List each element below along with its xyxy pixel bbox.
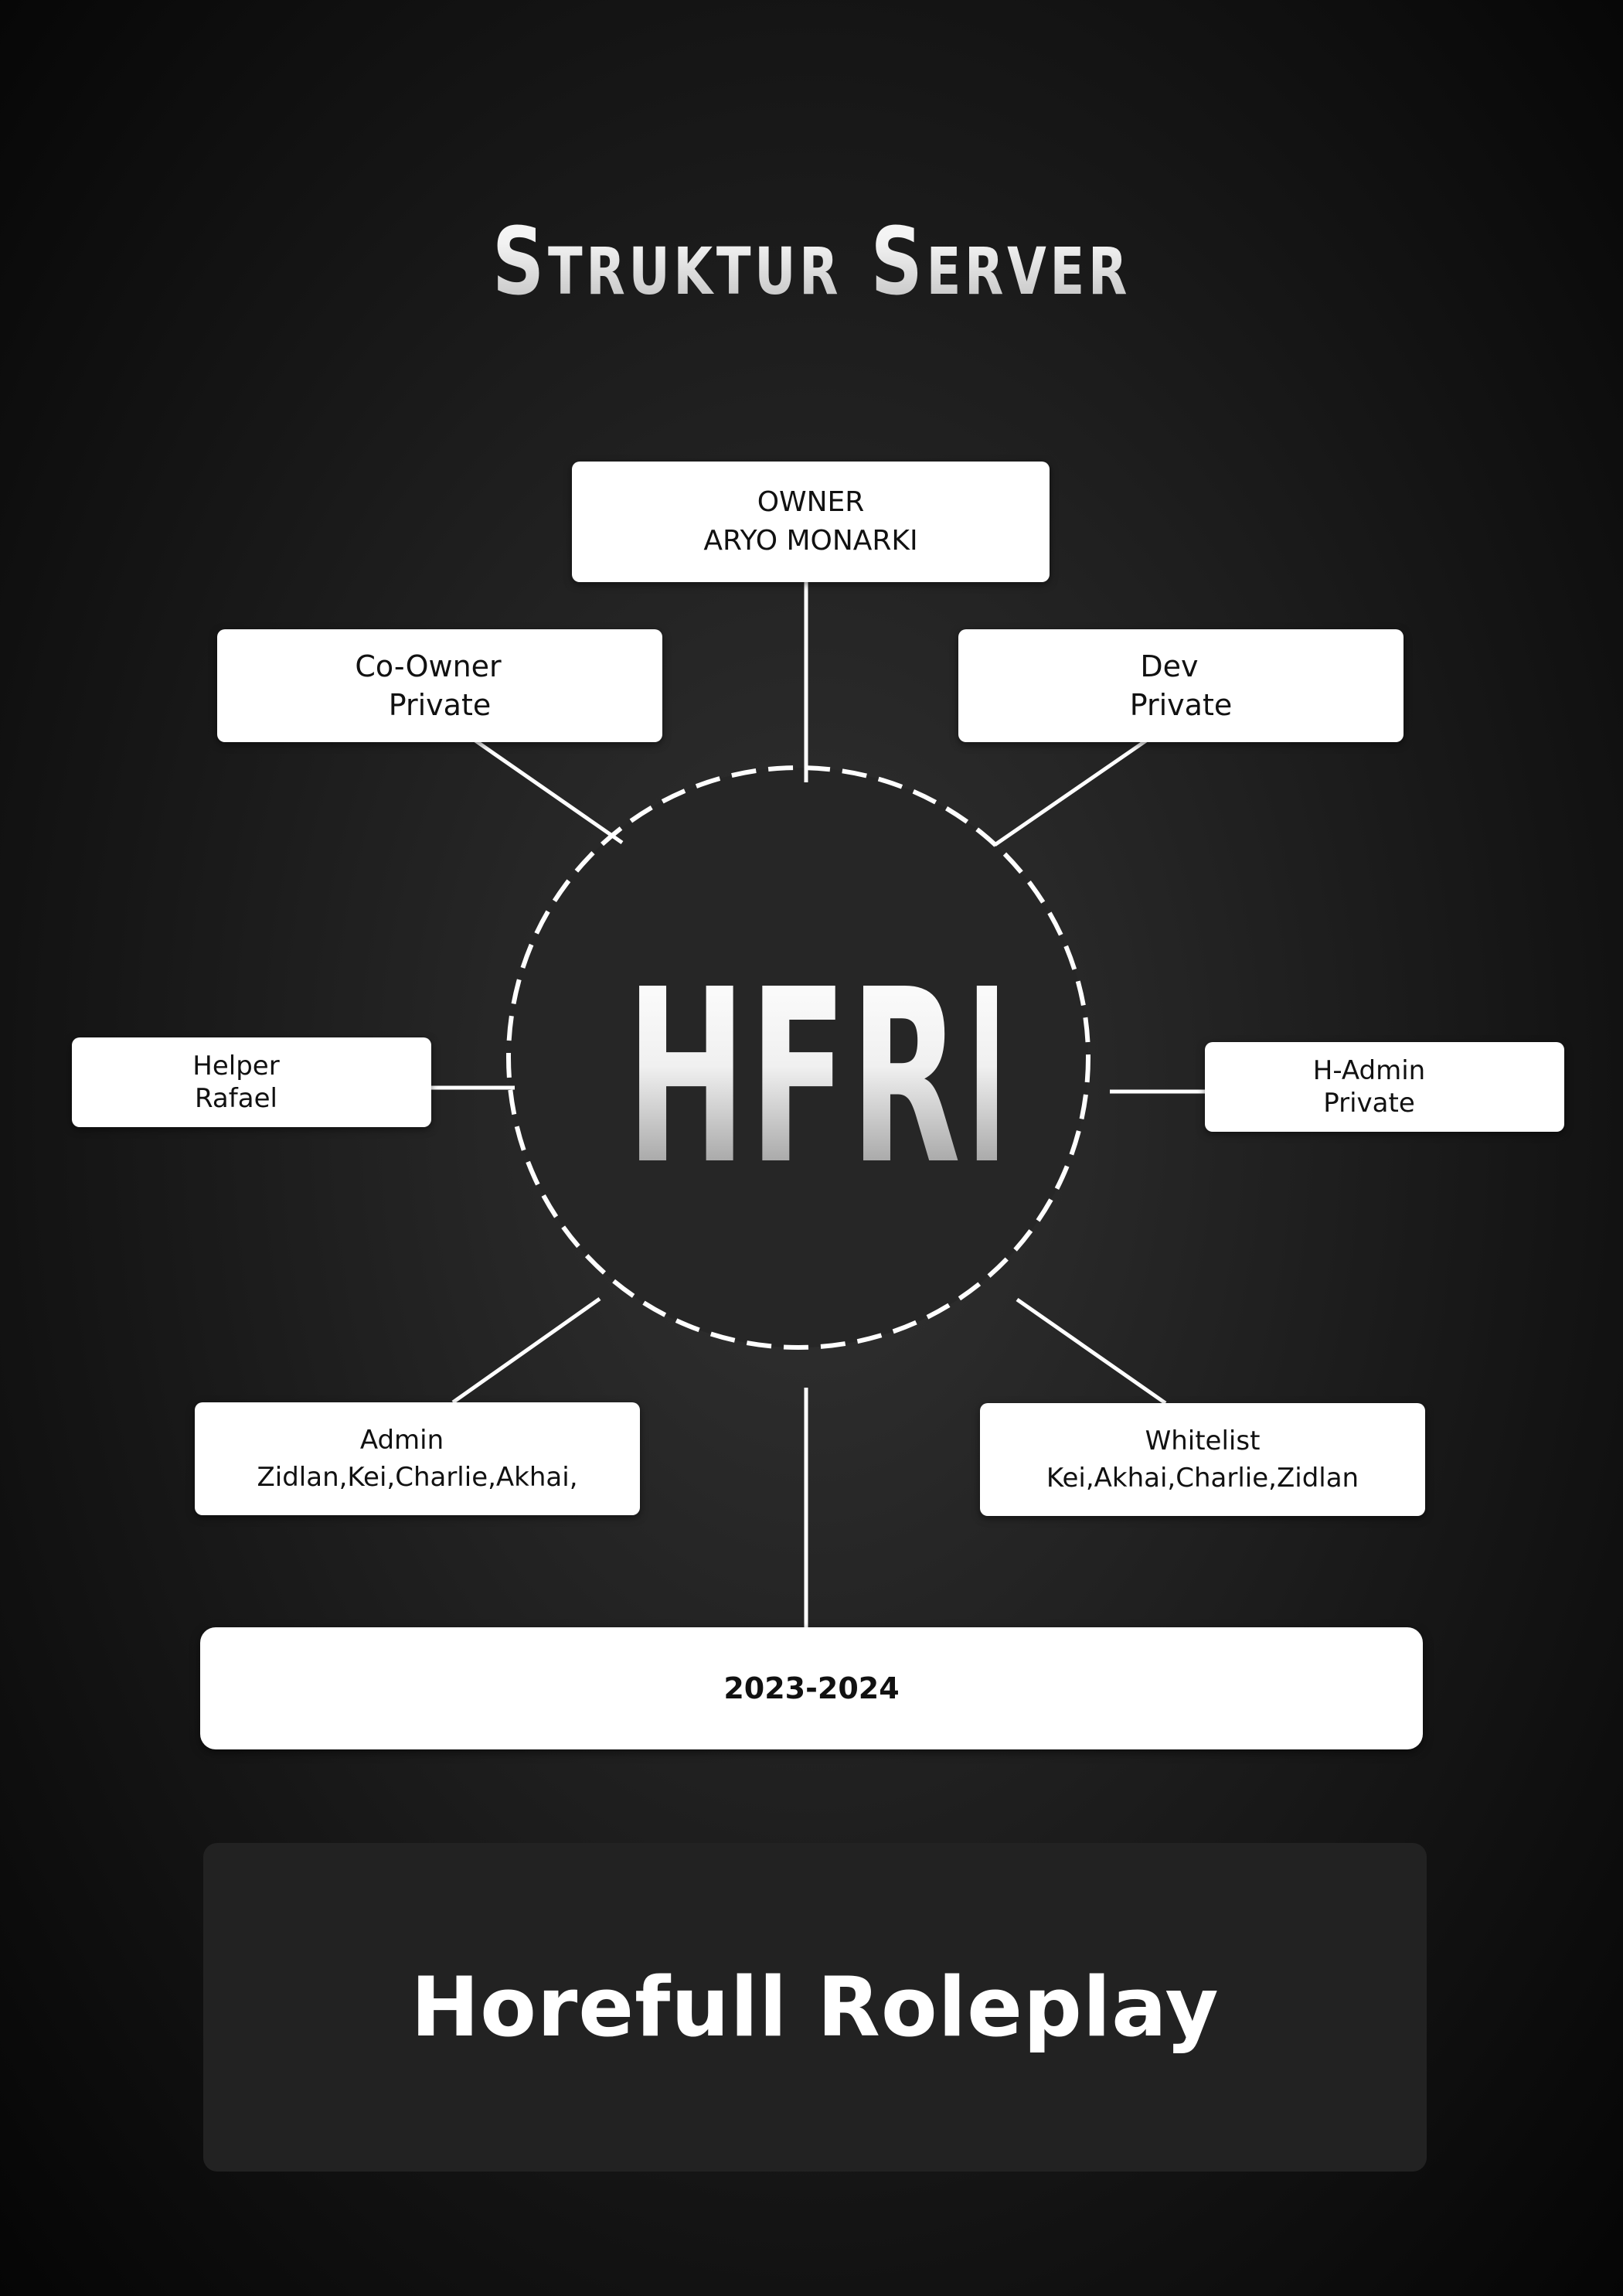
node-helper-role: Helper — [192, 1051, 280, 1082]
node-co-owner: Co-Owner Private — [217, 629, 662, 742]
node-owner-role: OWNER — [757, 486, 865, 518]
node-helper: Helper Rafael — [72, 1037, 431, 1127]
node-h-admin-members: Private — [1323, 1088, 1415, 1119]
node-dev-members: Private — [1129, 688, 1233, 722]
connector-admin — [451, 1296, 601, 1405]
connector-whitelist — [1016, 1297, 1167, 1405]
node-whitelist: Whitelist Kei,Akhai,Charlie,Zidlan — [980, 1403, 1425, 1516]
footer-panel: Horefull Roleplay — [203, 1843, 1427, 2172]
node-co-owner-members: Private — [388, 688, 492, 722]
node-whitelist-members: Kei,Akhai,Charlie,Zidlan — [1046, 1463, 1359, 1494]
node-h-admin: H-Admin Private — [1205, 1042, 1564, 1132]
connector-dev — [993, 738, 1148, 847]
hub-circle — [506, 765, 1091, 1350]
node-dev-role: Dev — [1140, 649, 1199, 683]
node-admin-role: Admin — [359, 1425, 444, 1456]
node-admin-members: Zidlan,Kei,Charlie,Akhai, — [257, 1462, 578, 1493]
node-helper-members: Rafael — [195, 1083, 277, 1114]
period-label: 2023-2024 — [723, 1671, 900, 1705]
server-name: Horefull Roleplay — [410, 1960, 1220, 2055]
period-bar: 2023-2024 — [200, 1627, 1423, 1749]
node-owner: OWNER ARYO MONARKI — [572, 462, 1050, 582]
node-admin: Admin Zidlan,Kei,Charlie,Akhai, — [195, 1402, 640, 1515]
connector-co-owner — [474, 738, 624, 845]
node-h-admin-role: H-Admin — [1312, 1055, 1426, 1086]
node-whitelist-role: Whitelist — [1145, 1426, 1261, 1456]
hub-label: HFRP — [626, 938, 1072, 1218]
page-title: Struktur Server — [179, 166, 1444, 359]
node-co-owner-role: Co-Owner — [355, 649, 502, 683]
node-owner-members: ARYO MONARKI — [703, 525, 918, 557]
node-dev: Dev Private — [958, 629, 1404, 742]
